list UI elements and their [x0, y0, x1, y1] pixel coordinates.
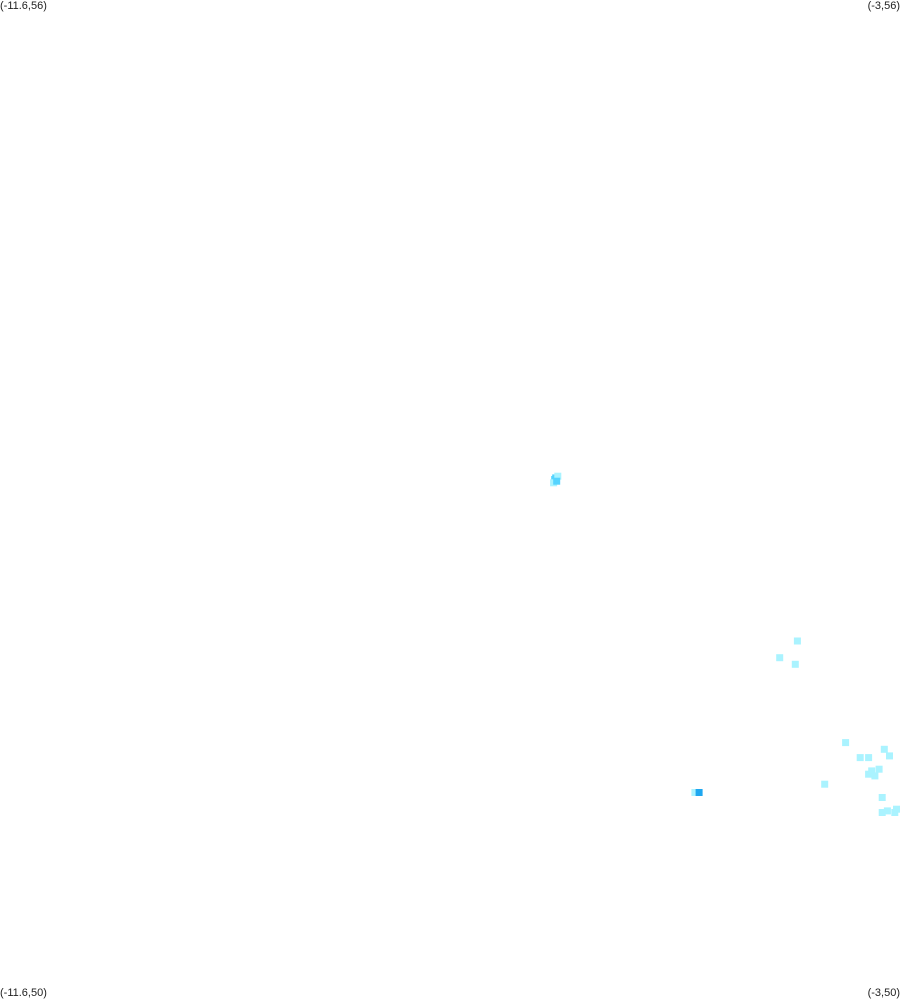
- density-point: [865, 770, 873, 778]
- density-point: [875, 765, 883, 773]
- corner-label-top-left: (-11.6,56): [0, 0, 47, 12]
- density-point: [793, 637, 801, 645]
- density-point: [691, 789, 699, 796]
- corner-label-bottom-left: (-11.6,50): [0, 987, 47, 999]
- density-point: [695, 789, 703, 796]
- density-point: [865, 754, 873, 762]
- density-point: [553, 477, 561, 485]
- density-point: [886, 752, 893, 760]
- density-point: [878, 794, 886, 801]
- corner-label-bottom-right: (-3,50): [867, 987, 900, 999]
- density-point: [878, 809, 886, 816]
- corner-label-top-right: (-3,56): [867, 0, 900, 12]
- density-point: [893, 805, 900, 813]
- density-point: [821, 780, 829, 788]
- density-point: [871, 772, 879, 780]
- density-point: [554, 472, 562, 480]
- density-point: [791, 660, 799, 668]
- density-point: [883, 807, 891, 815]
- density-point: [842, 739, 850, 747]
- density-point: [776, 654, 784, 662]
- density-point: [856, 754, 864, 762]
- density-point: [880, 745, 888, 753]
